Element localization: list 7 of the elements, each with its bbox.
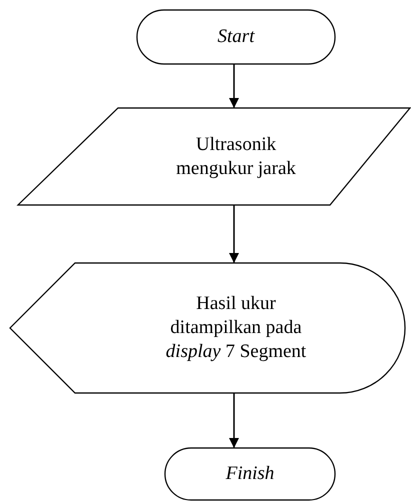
arrow	[229, 64, 239, 108]
arrow	[229, 205, 239, 263]
node-text: Start	[218, 25, 254, 49]
node-text: Ultrasonik mengukur jarak	[175, 132, 297, 180]
node-text: Hasil ukur ditampilkan pada display 7 Segment	[164, 292, 308, 364]
arrow	[229, 393, 239, 448]
node-text: Finish	[226, 462, 274, 486]
